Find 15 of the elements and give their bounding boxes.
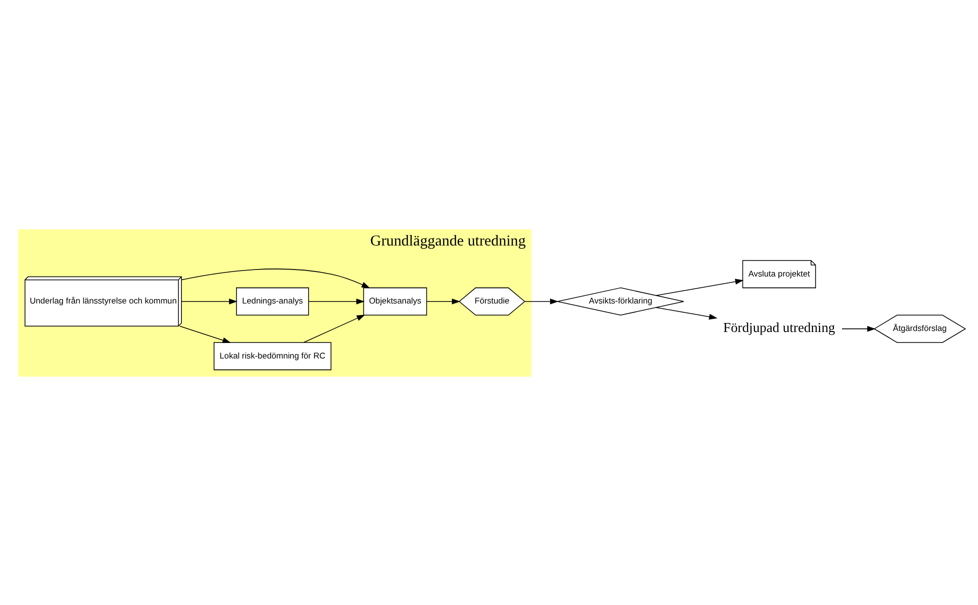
arrow (426, 298, 460, 304)
arrow (842, 325, 876, 332)
arrow (524, 298, 558, 304)
arrow (303, 314, 366, 342)
arrow (179, 325, 231, 343)
arrow (308, 298, 365, 304)
node-box: Lednings-analys (236, 286, 309, 316)
arrow (181, 268, 370, 288)
node-box: Lokal risk-bedömning för RC (214, 342, 332, 370)
arrow (656, 306, 718, 320)
node-text: Fördjupad utredning (723, 320, 836, 335)
arrow (656, 278, 744, 296)
arrow (181, 298, 238, 304)
node-diamond: Avsikts-förklaring (557, 286, 684, 316)
node-box: Objektsanalys (363, 286, 428, 316)
